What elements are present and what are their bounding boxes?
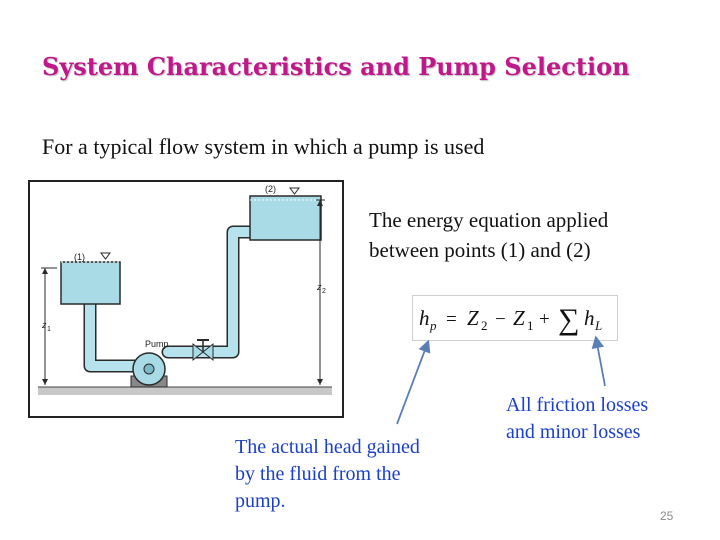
z1-subscript: 1 <box>47 326 51 333</box>
arrow-to-hp <box>396 339 431 425</box>
pump-label: Pump <box>145 339 169 349</box>
actual-line-1: The actual head gained <box>235 436 420 458</box>
eq-sub-2: 2 <box>481 318 488 333</box>
intro-text: For a typical flow system in which a pum… <box>42 134 485 159</box>
energy-equation: h p = Z 2 − Z 1 + ∑ h L <box>419 303 602 336</box>
lower-level-marker-icon <box>100 252 111 260</box>
eq-minus: − <box>495 309 506 330</box>
actual-head-note: The actual head gained by the fluid from… <box>235 434 420 515</box>
actual-line-2: by the fluid from the <box>235 463 401 485</box>
energy-line-2: between points (1) and (2) <box>369 238 591 262</box>
upper-tank <box>249 195 322 241</box>
eq-h: h <box>419 306 430 330</box>
energy-line-1: The energy equation applied <box>369 208 609 232</box>
suction-pipe <box>85 297 143 371</box>
eq-z1: Z <box>513 306 525 330</box>
lower-tank <box>60 261 121 305</box>
eq-sub-l: L <box>594 318 602 333</box>
eq-z2: Z <box>467 306 479 330</box>
eq-sum: ∑ <box>558 303 579 336</box>
equation-box: h p = Z 2 − Z 1 + ∑ h L <box>412 295 618 341</box>
eq-h-l: h <box>584 306 595 330</box>
z2-subscript: 2 <box>322 288 326 295</box>
arrow-to-hl <box>591 335 606 387</box>
friction-line-2: and minor losses <box>506 421 641 443</box>
pump-system-diagram: (1) (2) Pump z 1 z 2 <box>28 180 344 418</box>
friction-line-1: All friction losses <box>506 394 649 416</box>
z1-label: z <box>41 320 47 330</box>
slide-title: System Characteristics and Pump Selectio… <box>42 52 630 81</box>
upper-level-marker-icon <box>289 187 300 195</box>
slide-number: 25 <box>660 509 674 523</box>
eq-sub-p: p <box>429 318 437 333</box>
friction-losses-note: All friction losses and minor losses <box>506 392 648 446</box>
actual-line-3: pump. <box>235 490 286 512</box>
z2-label: z <box>316 282 322 292</box>
pump-impeller <box>143 363 155 375</box>
point-1-label: (1) <box>74 252 85 262</box>
eq-sub-1: 1 <box>527 318 534 333</box>
ground <box>38 387 332 395</box>
point-2-label: (2) <box>265 184 276 194</box>
eq-plus: + <box>539 309 550 330</box>
energy-equation-text: The energy equation applied between poin… <box>369 205 608 265</box>
eq-equals: = <box>446 309 457 330</box>
